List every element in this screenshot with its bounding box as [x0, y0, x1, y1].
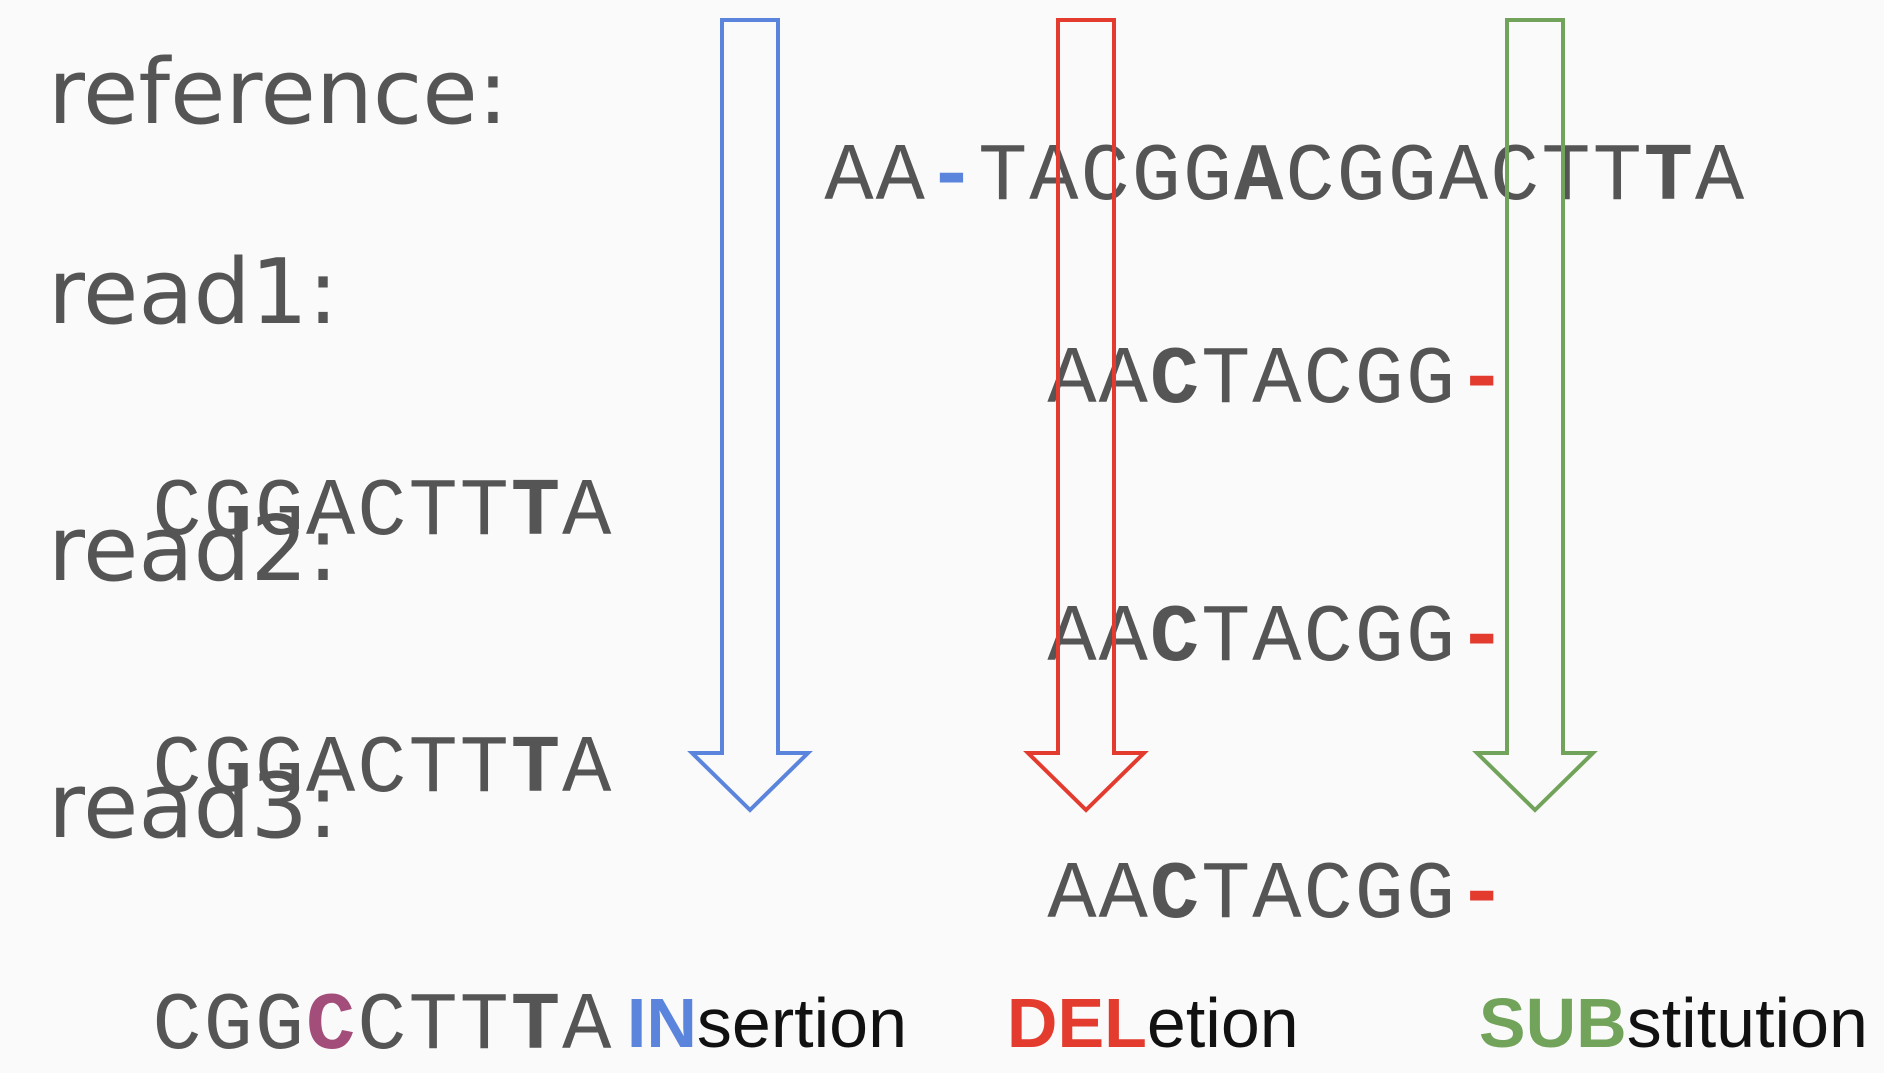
- read2-pre: AA: [1047, 592, 1150, 685]
- legend-deletion-rest: etion: [1146, 984, 1299, 1062]
- reference-insertion-gap: -: [926, 131, 979, 224]
- legend-substitution: SUBstitution: [1440, 918, 1868, 1058]
- read1-tail-pre: CGGACTT: [152, 466, 511, 559]
- read2-deletion-gap: -: [1457, 592, 1509, 685]
- legend-deletion-highlight: DEL: [1006, 984, 1147, 1062]
- read1-tail-bold: T: [510, 466, 563, 559]
- reference-seg4: A: [1695, 131, 1747, 224]
- reference-seg2: TACGG: [978, 131, 1235, 224]
- read3-tail-sequence: CGGCCTTTA: [50, 904, 613, 1068]
- read3-tail-mid: CTT: [357, 980, 511, 1073]
- read3-deletion-gap: -: [1457, 849, 1509, 942]
- reference-seg3: CGGACTT: [1285, 131, 1644, 224]
- read1-label: read1:: [48, 240, 339, 345]
- read2-post: TACGG: [1201, 592, 1458, 685]
- read2-tail-sequence: CGGACTTTA: [50, 647, 613, 811]
- reference-label: reference:: [48, 40, 509, 145]
- legend-insertion-rest: sertion: [696, 984, 908, 1062]
- read3-tail-pre: CGG: [152, 980, 307, 1073]
- read1-inserted-base: C: [1149, 334, 1202, 427]
- read1-post: TACGG: [1201, 334, 1458, 427]
- read3-label: read3:: [48, 754, 339, 859]
- legend-deletion: DELetion: [968, 918, 1299, 1058]
- read1-tail-post: A: [562, 466, 614, 559]
- read3-inserted-base: C: [1149, 849, 1202, 942]
- read1-pre: AA: [1047, 334, 1150, 427]
- legend-insertion-highlight: IN: [626, 984, 697, 1062]
- read1-tail-sequence: CGGACTTTA: [50, 390, 613, 554]
- read3-substituted-base: C: [306, 980, 358, 1073]
- reference-bold-base-2: T: [1643, 131, 1696, 224]
- legend-insertion: INsertion: [588, 918, 907, 1058]
- legend-substitution-rest: stitution: [1626, 984, 1868, 1062]
- read2-label: read2:: [48, 497, 339, 602]
- read3-post: TACGG: [1201, 849, 1458, 942]
- read3-pre: AA: [1047, 849, 1150, 942]
- reference-seg1: AA: [824, 131, 927, 224]
- read2-tail-pre: CGGACTT: [152, 723, 511, 816]
- read2-tail-bold: T: [510, 723, 563, 816]
- legend-substitution-highlight: SUB: [1478, 984, 1627, 1062]
- read1-deletion-gap: -: [1457, 334, 1509, 427]
- read2-tail-post: A: [562, 723, 614, 816]
- reference-bold-base-1: A: [1234, 131, 1286, 224]
- read2-sequence: AACTACGG-: [945, 516, 1508, 680]
- reference-sequence: AA-TACGGACGGACTTTA: [722, 55, 1746, 219]
- read3-tail-bold: T: [510, 980, 563, 1073]
- read1-sequence: AACTACGG-: [945, 258, 1508, 422]
- read3-sequence: AACTACGG-: [945, 773, 1508, 937]
- read2-inserted-base: C: [1149, 592, 1202, 685]
